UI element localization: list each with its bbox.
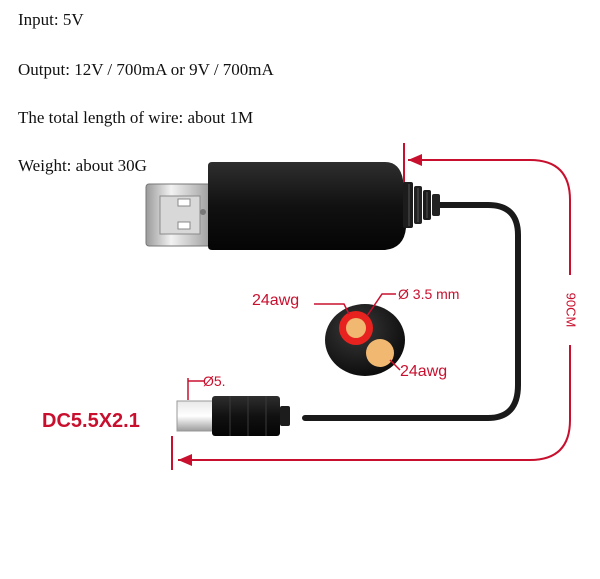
usb-plug xyxy=(145,162,440,250)
leader-line-bottom xyxy=(389,359,401,371)
wire-gauge-bottom-label: 24awg xyxy=(400,363,447,380)
cable-wire xyxy=(302,202,521,421)
spec-input: Input: 5V xyxy=(18,10,84,29)
length-dimension-line xyxy=(171,143,582,470)
spec-output: Output: 12V / 700mA or 9V / 700mA xyxy=(18,60,274,79)
leader-line-diameter xyxy=(366,293,396,317)
wire-gauge-top-label: 24awg xyxy=(252,292,299,309)
length-label: 90CM xyxy=(564,293,579,328)
red-conductor-core xyxy=(346,318,366,338)
arrow-left-icon xyxy=(178,454,192,466)
arrow-right-icon xyxy=(408,154,422,166)
plug-diameter-marker xyxy=(187,378,204,400)
leader-line-top xyxy=(314,303,350,315)
copper-conductor xyxy=(366,339,394,367)
plug-diameter-label: Ø5. xyxy=(203,373,226,389)
diameter-label: Ø 3.5 mm xyxy=(398,286,459,302)
cable-cross-section xyxy=(325,304,405,376)
dc-barrel-plug xyxy=(176,396,290,436)
connector-label: DC5.5X2.1 xyxy=(42,410,140,432)
spec-wire-length: The total length of wire: about 1M xyxy=(18,108,254,127)
spec-weight: Weight: about 30G xyxy=(18,156,147,175)
